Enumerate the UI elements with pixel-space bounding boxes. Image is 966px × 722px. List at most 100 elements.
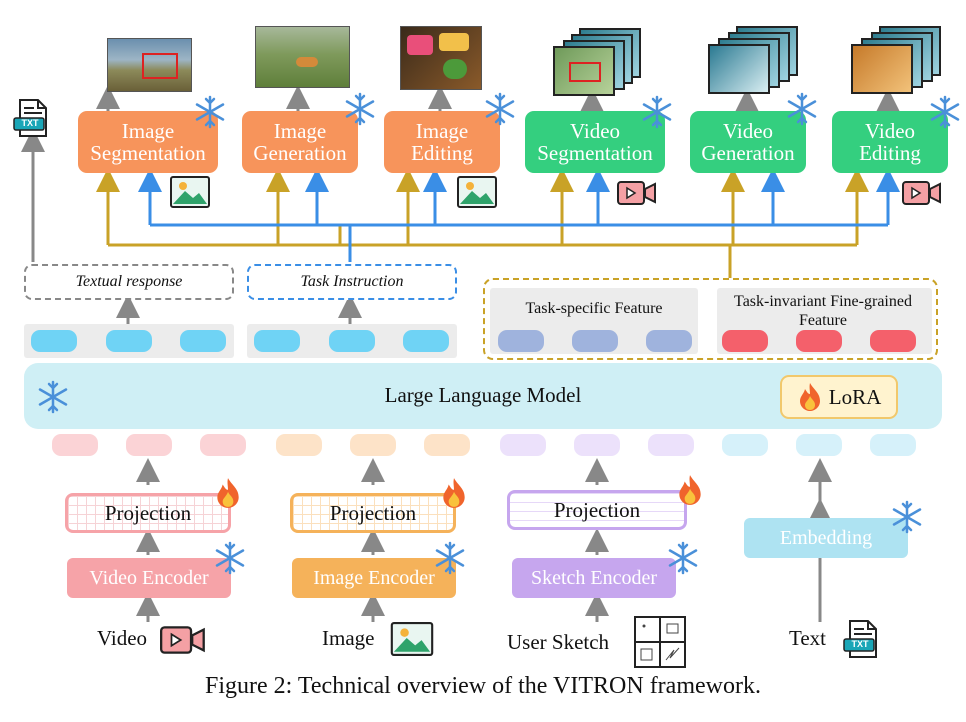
output-token	[31, 330, 77, 352]
input-token	[200, 434, 246, 456]
fire-icon	[443, 478, 465, 508]
projection-label: Projection	[553, 497, 641, 522]
image-generation-box: Image Generation	[242, 111, 358, 173]
task-label: Video Editing	[859, 119, 921, 165]
txt-icon-label: TXT	[21, 118, 39, 128]
video-encoder-label: Video Encoder	[89, 566, 209, 589]
txt-document-icon: TXT	[842, 617, 882, 661]
snowflake-icon	[435, 541, 465, 575]
input-token	[574, 434, 620, 456]
textual-response-label: Textual response	[75, 273, 183, 290]
video-encoder: Video Encoder	[67, 558, 231, 598]
image-encoder-label: Image Encoder	[313, 566, 435, 589]
feature-token	[646, 330, 692, 352]
image-editing-box: Image Editing	[384, 111, 500, 173]
input-token	[870, 434, 916, 456]
task-instruction-box: Task Instruction	[247, 264, 457, 300]
output-token	[180, 330, 226, 352]
task-label: Image Segmentation	[90, 119, 206, 165]
video-generation-frames	[708, 26, 800, 98]
food-editing-image	[400, 26, 482, 90]
dog-generation-image	[255, 26, 350, 88]
fire-icon	[679, 475, 701, 505]
embedding-label: Embedding	[779, 526, 873, 549]
video-camera-icon	[617, 181, 656, 205]
snowflake-icon	[195, 95, 225, 129]
video-generation-box: Video Generation	[690, 111, 806, 173]
image-input-label: Image	[322, 626, 375, 650]
caption-suffix: framework.	[643, 673, 761, 699]
sketch-encoder: Sketch Encoder	[512, 558, 676, 598]
snowflake-icon	[930, 95, 960, 129]
snowflake-icon	[892, 500, 922, 534]
sketch-projection: Projection	[507, 490, 687, 530]
image-icon	[457, 176, 497, 208]
lora-label: LoRA	[828, 384, 882, 409]
feature-group-box	[483, 278, 938, 360]
task-instruction-label: Task Instruction	[300, 273, 404, 290]
textual-response-box: Textual response	[24, 264, 234, 300]
output-token	[329, 330, 375, 352]
sketch-encoder-label: Sketch Encoder	[530, 566, 658, 589]
input-token	[424, 434, 470, 456]
output-token	[106, 330, 152, 352]
user-sketch-input-label: User Sketch	[507, 630, 610, 654]
task-invariant-feature-label: Task-invariant Fine-grained Feature	[734, 293, 912, 329]
projection-label: Projection	[329, 500, 417, 525]
task-label: Video Generation	[701, 119, 795, 165]
input-token	[52, 434, 98, 456]
snowflake-icon	[345, 92, 375, 126]
video-segmentation-frames	[553, 28, 643, 98]
video-input-label: Video	[97, 626, 148, 650]
snowflake-icon	[485, 92, 515, 126]
video-camera-icon	[160, 626, 205, 654]
feature-token	[572, 330, 618, 352]
task-label: Image Generation	[253, 119, 347, 165]
output-token	[254, 330, 300, 352]
snowflake-icon	[215, 541, 245, 575]
feature-token	[870, 330, 916, 352]
feature-token	[722, 330, 768, 352]
embedding-module: Embedding	[744, 518, 908, 558]
input-token	[350, 434, 396, 456]
video-editing-frames	[851, 26, 943, 98]
task-label: Image Editing	[411, 119, 473, 165]
feature-token	[796, 330, 842, 352]
video-editing-box: Video Editing	[832, 111, 948, 173]
snowflake-icon	[787, 92, 817, 126]
caption-name-rest: ITRON	[570, 673, 644, 699]
snowflake-icon	[38, 380, 68, 414]
fire-icon	[799, 383, 820, 411]
fire-icon	[217, 478, 239, 508]
input-token	[722, 434, 768, 456]
input-token	[276, 434, 322, 456]
horse-segmentation-image	[107, 38, 192, 92]
image-projection: Projection	[290, 493, 456, 533]
snowflake-icon	[668, 541, 698, 575]
image-encoder: Image Encoder	[292, 558, 456, 598]
lora-module: LoRA	[780, 375, 898, 419]
video-projection: Projection	[65, 493, 231, 533]
task-specific-feature-label: Task-specific Feature	[525, 300, 663, 317]
figure-caption: Figure 2: Technical overview of the VITR…	[0, 673, 966, 700]
txt-document-icon: TXT	[12, 98, 52, 138]
txt-icon-label: TXT	[851, 639, 869, 649]
input-token	[796, 434, 842, 456]
video-camera-icon	[902, 181, 941, 205]
input-token	[500, 434, 546, 456]
feature-token	[498, 330, 544, 352]
task-label: Video Segmentation	[537, 119, 653, 165]
caption-prefix: Figure 2: Technical overview of the	[205, 673, 554, 699]
image-icon	[390, 622, 434, 656]
output-token	[403, 330, 449, 352]
input-token	[648, 434, 694, 456]
snowflake-icon	[642, 95, 672, 129]
video-segmentation-box: Video Segmentation	[525, 111, 665, 173]
sketch-grid-icon	[634, 616, 686, 668]
input-token	[126, 434, 172, 456]
projection-label: Projection	[104, 500, 192, 525]
text-input-label: Text	[789, 626, 827, 650]
image-icon	[170, 176, 210, 208]
image-segmentation-box: Image Segmentation	[78, 111, 218, 173]
